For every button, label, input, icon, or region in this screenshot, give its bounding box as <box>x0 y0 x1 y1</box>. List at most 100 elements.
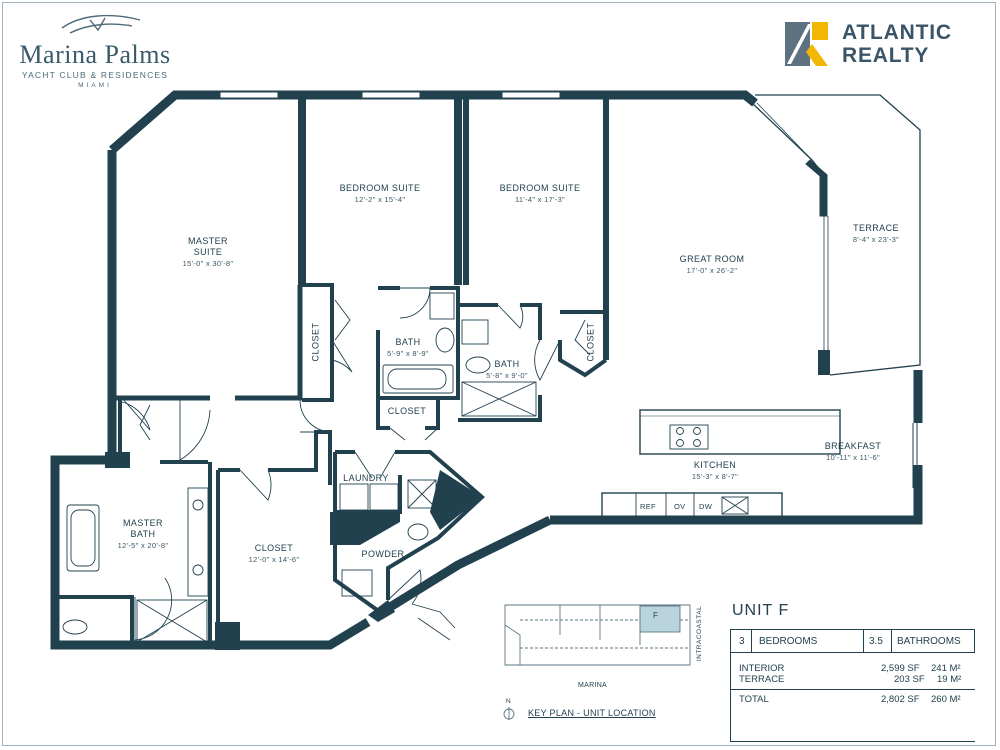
atlantic-realty-logo: ATLANTIC REALTY <box>842 21 952 67</box>
wall-wedge <box>368 600 395 622</box>
appliance-label-dw: DW <box>699 502 713 511</box>
marina-palms-logo: Marina Palms YACHT CLUB & RESIDENCES MIA… <box>14 40 176 90</box>
bathrooms-count: 3.5 <box>869 636 883 647</box>
powder-vanity <box>341 569 373 597</box>
room-dims: 8'-4" x 23'-3" <box>852 235 900 244</box>
appliance-label-ref: REF <box>640 502 656 511</box>
wall-bath-2 <box>458 303 542 422</box>
room-dims: 10'-11" x 11'-6" <box>826 453 880 462</box>
room-dims: 15'-3" x 8'-7" <box>691 472 739 481</box>
door-swing <box>331 339 353 373</box>
room-label-powder: POWDER <box>362 549 405 560</box>
table-divider <box>891 630 892 652</box>
room-dims: 11'-4" x 17'-3" <box>514 195 566 204</box>
unit-title: UNIT F <box>732 602 790 619</box>
laundry-washer <box>339 483 369 511</box>
room-name-line-2: SUITE <box>193 247 223 257</box>
room-dims: 5'-8" x 9'-0" <box>486 371 528 380</box>
closet-door <box>574 319 591 356</box>
wall-closet-bed3 <box>558 310 608 378</box>
room-name: BATH <box>494 359 520 369</box>
key-plan-unit-label: F <box>653 611 659 620</box>
north-label: N <box>506 698 511 705</box>
area-sf: 2,599 SF <box>881 663 920 674</box>
exterior-wall-diagonal <box>379 515 552 616</box>
bedrooms-count: 3 <box>739 636 745 647</box>
room-label-closet-vertical-2: CLOSET <box>585 322 596 362</box>
door-swing <box>389 427 439 441</box>
room-name: BEDROOM SUITE <box>499 183 581 193</box>
master-tub-inner <box>70 509 96 567</box>
room-dims: 12'-5" x 20'-8" <box>117 541 169 550</box>
terrace-outline <box>755 94 921 376</box>
realty-line-1: ATLANTIC <box>842 21 952 44</box>
realty-line-2: REALTY <box>842 44 930 67</box>
door-swing <box>299 399 333 433</box>
room-label-bath-1: BATH 5'-9" x 8'-9" <box>387 337 429 359</box>
toilet <box>465 356 491 374</box>
toilet <box>62 619 88 635</box>
kitchen-counter <box>601 492 783 518</box>
door-swing <box>534 339 561 381</box>
wall-wedge <box>215 622 240 650</box>
area-label: INTERIOR <box>739 663 785 674</box>
room-name: LAUNDRY <box>343 473 389 483</box>
brand-subtitle: YACHT CLUB & RESIDENCES <box>21 70 169 80</box>
toilet <box>435 327 455 353</box>
room-name: CLOSET <box>387 406 427 416</box>
wall-wedge <box>430 470 482 530</box>
room-name: TERRACE <box>853 223 899 233</box>
key-plan <box>503 604 691 720</box>
shower-drain <box>461 381 537 417</box>
room-name: KITCHEN <box>693 460 737 470</box>
shower-drain <box>407 479 437 509</box>
room-name: BREAKFAST <box>824 441 882 451</box>
total-m2: 260 M² <box>931 694 961 705</box>
window <box>219 91 279 99</box>
cooktop <box>669 424 709 450</box>
key-plan-caption: KEY PLAN - UNIT LOCATION <box>528 708 656 718</box>
room-label-kitchen: KITCHEN 15'-3" x 8'-7" <box>692 460 738 482</box>
bathrooms-label: BATHROOMS <box>897 636 961 647</box>
room-name: CLOSET <box>254 543 294 553</box>
key-plan-marina-label: MARINA <box>578 682 608 689</box>
master-tub <box>66 504 100 572</box>
vanity <box>429 292 455 320</box>
door-swing <box>239 469 272 501</box>
window <box>361 91 421 99</box>
room-label-closet-vertical-1: CLOSET <box>310 322 321 362</box>
room-name: GREAT ROOM <box>679 254 745 264</box>
room-label-terrace: TERRACE 8'-4" x 23'-3" <box>853 223 899 245</box>
room-label-master-suite: MASTER SUITE 15'-0" x 30'-8" <box>183 236 234 269</box>
total-divider <box>731 689 975 690</box>
area-label: TERRACE <box>739 674 785 685</box>
room-dims: 12'-0" x 14'-6" <box>248 555 300 564</box>
door-swing <box>399 287 431 319</box>
room-dims: 17'-0" x 26'-2" <box>686 266 738 275</box>
marina-palms-logo-icon <box>61 14 141 34</box>
door-swing <box>134 577 173 641</box>
door-swing <box>387 569 422 605</box>
area-m2: 241 M² <box>931 663 961 674</box>
room-dims: 5'-9" x 8'-9" <box>387 349 429 358</box>
terrace-column-top <box>805 159 828 217</box>
room-label-laundry: LAUNDRY <box>343 473 389 484</box>
laundry-dryer <box>369 483 399 511</box>
window <box>501 91 561 99</box>
atlantic-realty-logo-icon <box>785 22 828 66</box>
room-label-great-room: GREAT ROOM 17'-0" x 26'-2" <box>680 254 745 276</box>
area-sf: 203 SF <box>894 674 925 685</box>
room-name: MASTER <box>123 518 163 528</box>
shower-bath-2 <box>461 381 537 417</box>
unit-area-block: INTERIOR 2,599 SF 241 M² TERRACE 203 SF … <box>730 653 975 742</box>
door-swing <box>121 397 151 431</box>
brand-name: Marina Palms <box>19 40 171 69</box>
appliance-label-ov: OV <box>674 502 686 511</box>
tub-bath-1-inner <box>387 368 447 390</box>
table-divider <box>863 630 864 652</box>
wall-wedge <box>105 452 130 468</box>
vanity <box>461 319 489 345</box>
unit-info-table: 3 BEDROOMS 3.5 BATHROOMS INTERIOR 2,599 … <box>730 629 975 742</box>
